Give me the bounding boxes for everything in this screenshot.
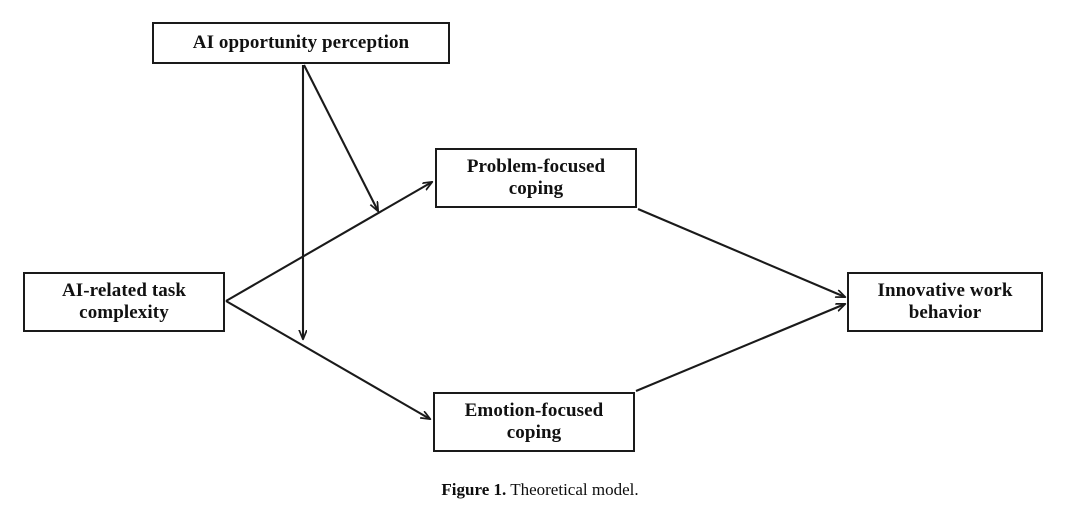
figure-caption: Figure 1. Theoretical model. [0, 480, 1080, 500]
figure-caption-label: Figure 1. [441, 480, 507, 499]
node-innovative-work-behavior: Innovative work behavior [847, 272, 1043, 332]
node-problem-focused-coping: Problem-focused coping [435, 148, 637, 208]
node-emotion-focused-coping: Emotion-focused coping [433, 392, 635, 452]
node-label: Problem-focused coping [466, 155, 606, 199]
edge-perception-moderates-problem-path [303, 64, 378, 211]
node-ai-related-task-complexity: AI-related task complexity [23, 272, 225, 332]
node-label: Innovative work behavior [877, 279, 1013, 323]
edge-emotion-coping-to-innovative-behavior [635, 304, 845, 392]
node-label: AI opportunity perception [192, 31, 410, 53]
node-label: Emotion-focused coping [464, 399, 604, 443]
node-ai-opportunity-perception: AI opportunity perception [152, 22, 450, 64]
node-label: AI-related task complexity [61, 279, 187, 323]
edge-complexity-to-emotion-coping [225, 300, 430, 419]
edge-problem-coping-to-innovative-behavior [637, 208, 845, 297]
edge-complexity-to-problem-coping [225, 182, 432, 302]
figure-caption-text: Theoretical model. [510, 480, 639, 499]
